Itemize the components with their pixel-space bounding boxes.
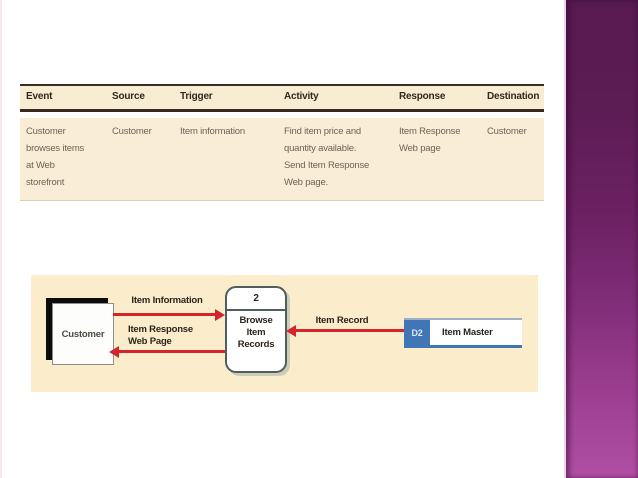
cell-source: Customer [112, 126, 152, 137]
cell-response: Item Response Web page [399, 126, 461, 154]
column-header-destination: Destination [487, 91, 540, 102]
table-top-rule [20, 84, 544, 86]
entity-label: Customer [61, 328, 105, 340]
strip-purple-gradient [566, 0, 638, 478]
column-header-response: Response [399, 91, 446, 102]
column-header-trigger: Trigger [180, 91, 213, 102]
datastore-body: D2 Item Master [404, 320, 522, 345]
cell-destination: Customer [487, 126, 527, 137]
flow-arrow-item-information [113, 313, 217, 316]
process-label: Browse Item Records [237, 315, 275, 350]
flow-label-item-information: Item Information [131, 295, 203, 306]
column-header-source: Source [112, 91, 145, 102]
table-header-rule [20, 109, 544, 112]
column-header-event: Event [26, 91, 53, 102]
datastore-item-master: D2 Item Master [404, 318, 522, 349]
strip-highlight-line [564, 0, 566, 478]
slide-left-accent-line [0, 0, 2, 478]
flow-label-item-record: Item Record [315, 315, 369, 326]
column-header-activity: Activity [284, 91, 319, 102]
datastore-id-badge: D2 [404, 320, 430, 345]
arrowhead-left-icon [286, 324, 296, 337]
datastore-top-rule [404, 318, 522, 320]
event-table: Event Source Trigger Activity Response D… [20, 84, 544, 201]
datastore-bottom-rule [404, 345, 522, 348]
flow-arrow-item-response [119, 350, 225, 353]
cell-activity: Find item price and quantity available. … [284, 126, 370, 188]
process-browse-item-records: 2 Browse Item Records [225, 286, 287, 373]
flow-label-item-response: Item Response Web Page [128, 324, 193, 347]
entity-box: Customer [52, 303, 114, 365]
table-header-row: Event Source Trigger Activity Response D… [20, 86, 544, 109]
arrowhead-right-icon [215, 308, 225, 321]
external-entity-customer: Customer [46, 298, 116, 367]
dfd-panel: Customer Item Information Item Response … [31, 275, 538, 392]
flow-arrow-item-record [295, 329, 404, 332]
cell-event: Customer browses items at Web storefront [26, 126, 85, 188]
table-row: Customer browses items at Web storefront… [20, 118, 544, 201]
cell-trigger: Item information [180, 126, 245, 137]
arrowhead-left-icon [109, 345, 119, 358]
slide-side-strip [564, 0, 638, 478]
process-number: 2 [227, 288, 285, 311]
datastore-name: Item Master [430, 320, 522, 345]
